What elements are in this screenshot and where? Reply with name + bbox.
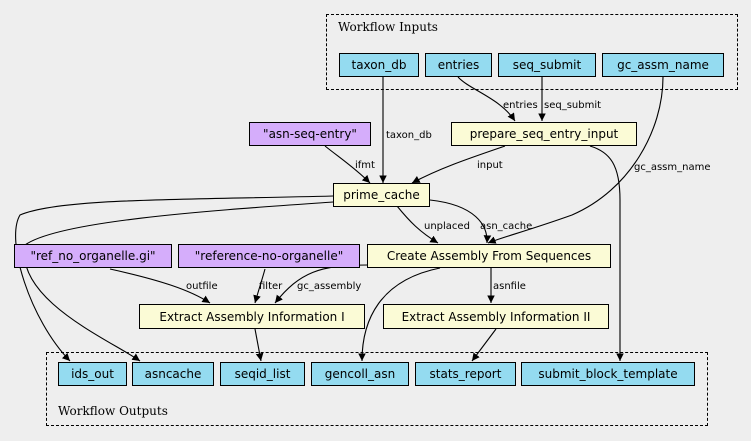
edge-refgi-extract1 xyxy=(109,268,211,304)
edge-label-asnfile: asnfile xyxy=(493,281,526,292)
edge-label-asn-cache: asn_cache xyxy=(480,221,532,232)
edge-label-entries: entries xyxy=(503,100,538,111)
output-gencoll-asn[interactable]: gencoll_asn xyxy=(311,362,409,386)
step-prepare-seq-entry-input[interactable]: prepare_seq_entry_input xyxy=(451,122,637,146)
constant-asn-seq-entry[interactable]: "asn-seq-entry" xyxy=(249,122,371,146)
output-submit-block-template[interactable]: submit_block_template xyxy=(521,362,695,386)
edge-create-gencollasn xyxy=(358,267,441,362)
workflow-outputs-cluster: Workflow Outputs xyxy=(46,352,708,426)
edge-prepare-primecache xyxy=(411,145,506,184)
input-gc-assm-name[interactable]: gc_assm_name xyxy=(602,53,724,77)
input-taxon-db[interactable]: taxon_db xyxy=(339,53,419,77)
edge-label-ifmt: ifmt xyxy=(355,160,375,171)
edge-asnseqentry-primecache xyxy=(324,145,371,184)
edge-label-filter: filter xyxy=(259,281,283,292)
workflow-inputs-cluster: Workflow Inputs xyxy=(326,14,738,90)
step-prime-cache[interactable]: prime_cache xyxy=(333,183,430,207)
input-seq-submit[interactable]: seq_submit xyxy=(498,53,596,77)
edge-refnoorg-extract1 xyxy=(253,268,266,304)
edge-primecache-create-unplaced xyxy=(396,205,439,244)
output-seqid-list[interactable]: seqid_list xyxy=(220,362,305,386)
workflow-inputs-title: Workflow Inputs xyxy=(338,20,438,34)
workflow-outputs-title: Workflow Outputs xyxy=(58,404,168,418)
edge-prepare-submitblock xyxy=(589,145,624,361)
edge-label-seq-submit: seq_submit xyxy=(544,100,601,111)
step-create-assembly-from-sequences[interactable]: Create Assembly From Sequences xyxy=(367,244,611,268)
edge-primecache-create-asncache xyxy=(429,199,492,244)
edge-label-taxon-db: taxon_db xyxy=(386,130,432,141)
edge-gcassmname-create xyxy=(487,76,664,244)
output-ids-out[interactable]: ids_out xyxy=(58,362,127,386)
constant-ref-no-organelle-gi[interactable]: "ref_no_organelle.gi" xyxy=(14,244,172,268)
edge-extract1-seqidlist xyxy=(254,328,264,362)
input-entries[interactable]: entries xyxy=(425,53,492,77)
constant-reference-no-organelle[interactable]: "reference-no-organelle" xyxy=(178,244,360,268)
step-extract-assembly-information-1[interactable]: Extract Assembly Information I xyxy=(139,304,365,329)
edge-entries-prepare xyxy=(457,76,516,122)
edge-label-outfile: outfile xyxy=(186,281,218,292)
edge-primecache-idsout xyxy=(15,195,334,362)
edge-primecache-asncache xyxy=(23,201,334,362)
step-extract-assembly-information-2[interactable]: Extract Assembly Information II xyxy=(383,304,609,329)
edge-label-gc-assm-name: gc_assm_name xyxy=(634,162,711,173)
output-asncache[interactable]: asncache xyxy=(132,362,214,386)
edge-label-gc-assembly: gc_assembly xyxy=(297,281,361,292)
edge-label-unplaced: unplaced xyxy=(424,221,470,232)
output-stats-report[interactable]: stats_report xyxy=(415,362,516,386)
edge-extract2-statsreport xyxy=(471,328,497,362)
edge-label-input: input xyxy=(477,160,503,171)
